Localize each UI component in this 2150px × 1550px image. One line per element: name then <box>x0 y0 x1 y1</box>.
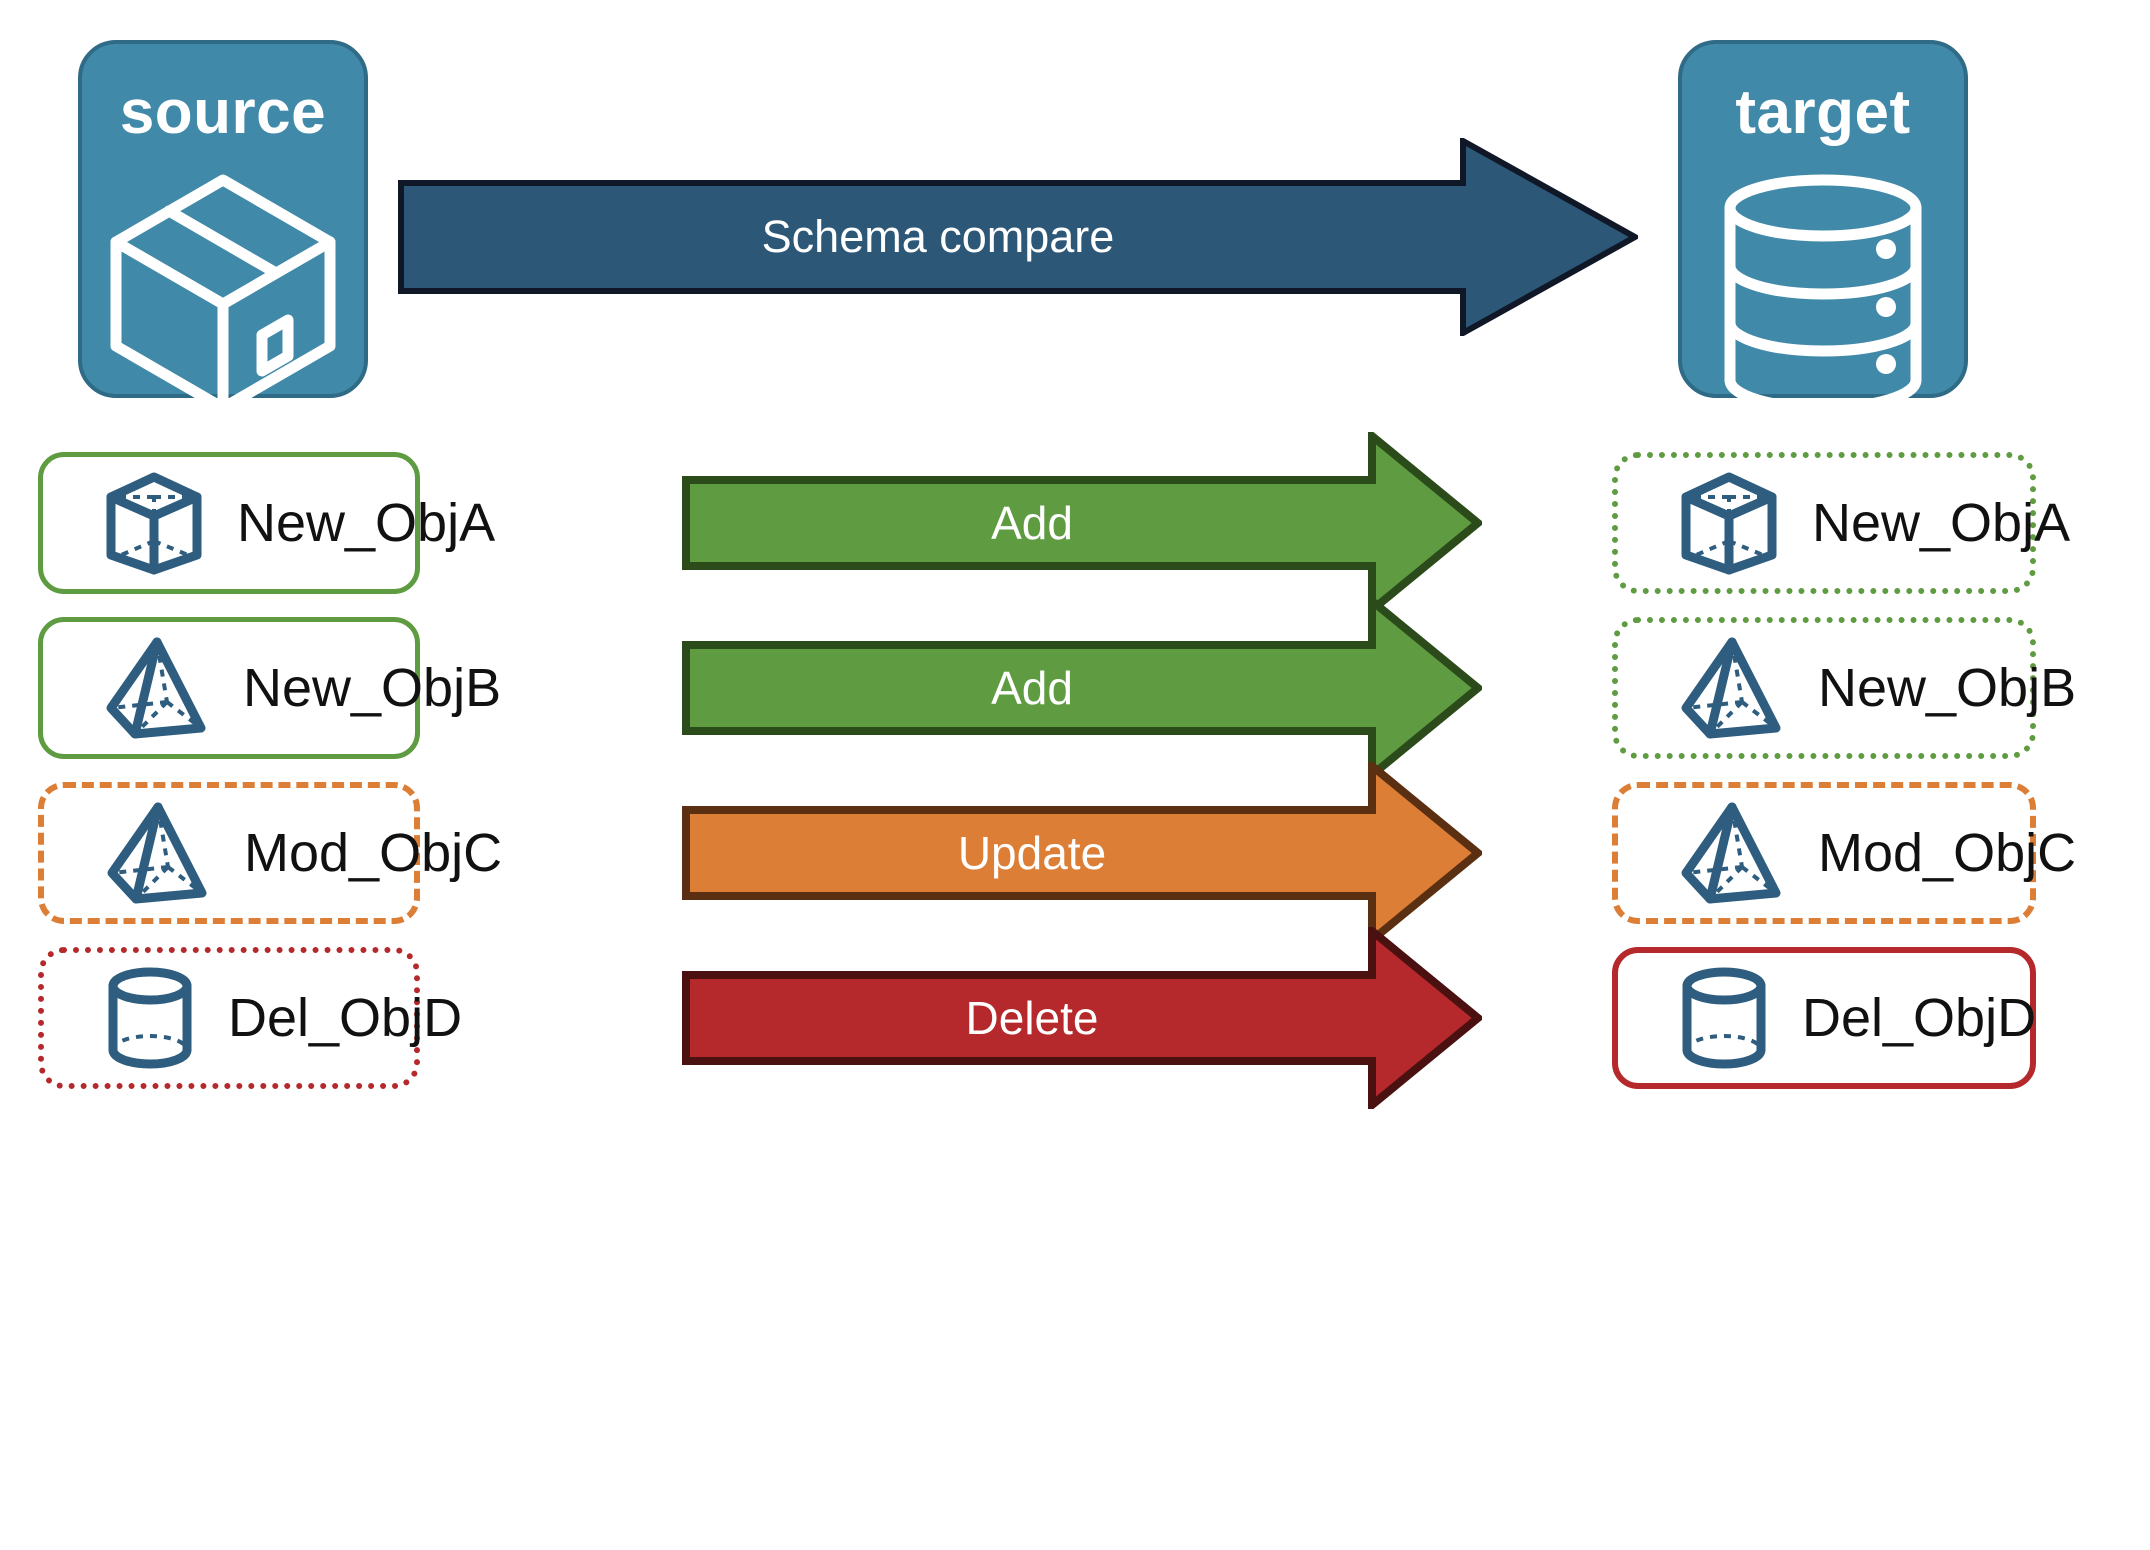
source-object-label: Mod_ObjC <box>244 823 503 883</box>
pyramid-wireframe-icon <box>1680 801 1784 905</box>
target-object-card[interactable]: Mod_ObjC <box>1612 782 2076 924</box>
action-arrow-add[interactable]: Add <box>682 597 1482 779</box>
cube-wireframe-icon <box>1680 471 1778 575</box>
source-object-card[interactable]: Mod_ObjC <box>38 782 502 924</box>
compare-row: New_ObjA Add <box>0 432 2150 614</box>
compare-row: Mod_ObjC Update <box>0 762 2150 944</box>
target-object-card[interactable]: New_ObjA <box>1612 452 2070 594</box>
action-arrow-label: Update <box>957 827 1107 879</box>
endpoint-card-target[interactable]: target <box>1678 40 1968 414</box>
source-object-card[interactable]: New_ObjA <box>38 452 495 594</box>
cylinder-wireframe-icon <box>1680 966 1768 1070</box>
package-box-icon <box>102 170 344 418</box>
source-object-label: New_ObjA <box>237 493 496 553</box>
action-arrow-update[interactable]: Update <box>682 762 1482 944</box>
pyramid-wireframe-icon <box>1680 636 1784 740</box>
pyramid-wireframe-icon <box>105 636 209 740</box>
compare-row: New_ObjB Add Ne <box>0 597 2150 779</box>
target-object-label: Mod_ObjC <box>1818 823 2077 883</box>
endpoint-title-target: target <box>1735 78 1911 147</box>
action-arrow-label: Add <box>991 497 1073 549</box>
target-object-label: New_ObjA <box>1812 493 2071 553</box>
action-arrow-label: Delete <box>965 992 1099 1044</box>
source-object-label: Del_ObjD <box>228 988 463 1048</box>
action-arrow-add[interactable]: Add <box>682 432 1482 614</box>
target-object-card[interactable]: New_ObjB <box>1612 617 2076 759</box>
endpoint-title-source: source <box>119 78 327 147</box>
source-object-label: New_ObjB <box>243 658 502 718</box>
compare-row: Del_ObjD Delete Del_ObjD <box>0 927 2150 1109</box>
cube-wireframe-icon <box>105 471 203 575</box>
cylinder-wireframe-icon <box>106 966 194 1070</box>
target-object-label: New_ObjB <box>1818 658 2077 718</box>
endpoint-card-source[interactable]: source <box>78 40 368 414</box>
pyramid-wireframe-icon <box>106 801 210 905</box>
target-object-label: Del_ObjD <box>1802 988 2037 1048</box>
target-object-card[interactable]: Del_ObjD <box>1612 947 2036 1089</box>
action-arrow-delete[interactable]: Delete <box>682 927 1482 1109</box>
source-object-card[interactable]: Del_ObjD <box>38 947 462 1089</box>
schema-compare-arrow[interactable]: Schema compare <box>398 138 1638 336</box>
schema-compare-label: Schema compare <box>761 211 1115 262</box>
action-arrow-label: Add <box>991 662 1073 714</box>
database-cylinder-icon <box>1718 170 1928 418</box>
source-object-card[interactable]: New_ObjB <box>38 617 501 759</box>
